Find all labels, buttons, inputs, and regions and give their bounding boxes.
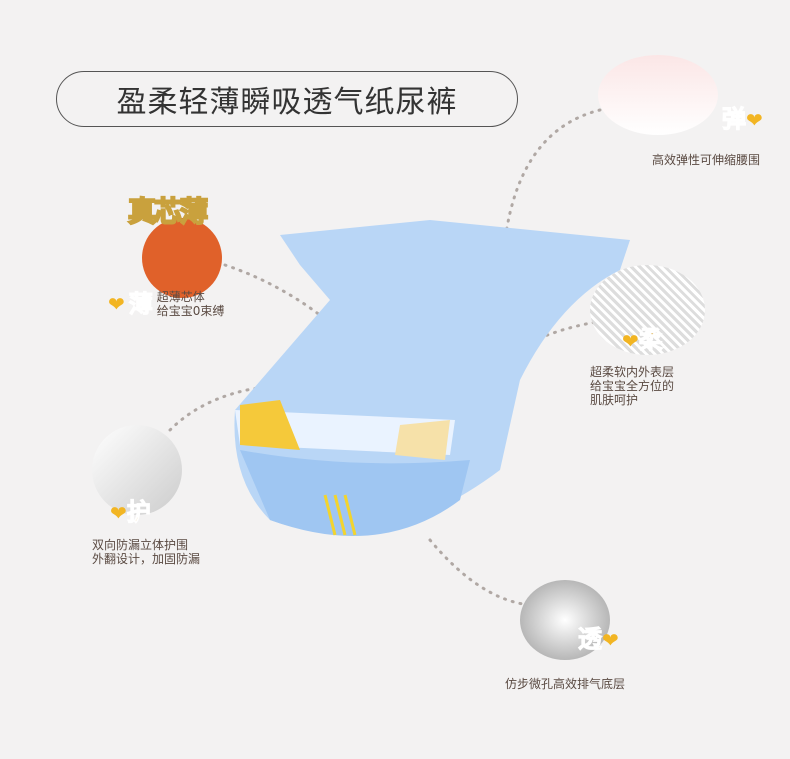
feature-protect-desc: 双向防漏立体护围外翻设计，加固防漏: [92, 538, 201, 566]
feature-soft-desc: 超柔软内外表层给宝宝全方位的肌肤呵护: [590, 365, 675, 407]
feature-elastic: 弹❤: [722, 105, 763, 133]
thin-core-badge: 真芯薄: [127, 194, 209, 229]
heart-icon: ❤: [746, 108, 763, 132]
waistband-photo: [598, 55, 718, 135]
heart-icon: ❤: [110, 501, 127, 525]
feature-soft: ❤柔: [622, 326, 663, 354]
leak-guard-photo: [92, 425, 182, 515]
feature-thin: ❤ 薄 超薄芯体给宝宝0束缚: [108, 290, 225, 318]
soft-layer-photo: [590, 265, 705, 355]
heart-icon: ❤: [622, 329, 639, 353]
diaper-body: [234, 220, 630, 533]
breathable-layer-photo: [520, 580, 610, 660]
heart-icon: ❤: [108, 292, 125, 316]
feature-protect: ❤护: [110, 498, 151, 526]
feature-breathable-desc: 仿步微孔高效排气底层: [505, 677, 626, 691]
page-title: 盈柔轻薄瞬吸透气纸尿裤: [56, 71, 518, 127]
connector-line: [223, 263, 362, 352]
heart-icon: ❤: [602, 628, 619, 652]
feature-elastic-desc: 高效弹性可伸缩腰围: [652, 153, 761, 167]
feature-breathable: 透❤: [578, 625, 619, 653]
thin-core-photo: [142, 218, 222, 298]
connector-line: [168, 383, 322, 432]
connector-line: [428, 538, 532, 607]
connector-line: [503, 108, 602, 242]
